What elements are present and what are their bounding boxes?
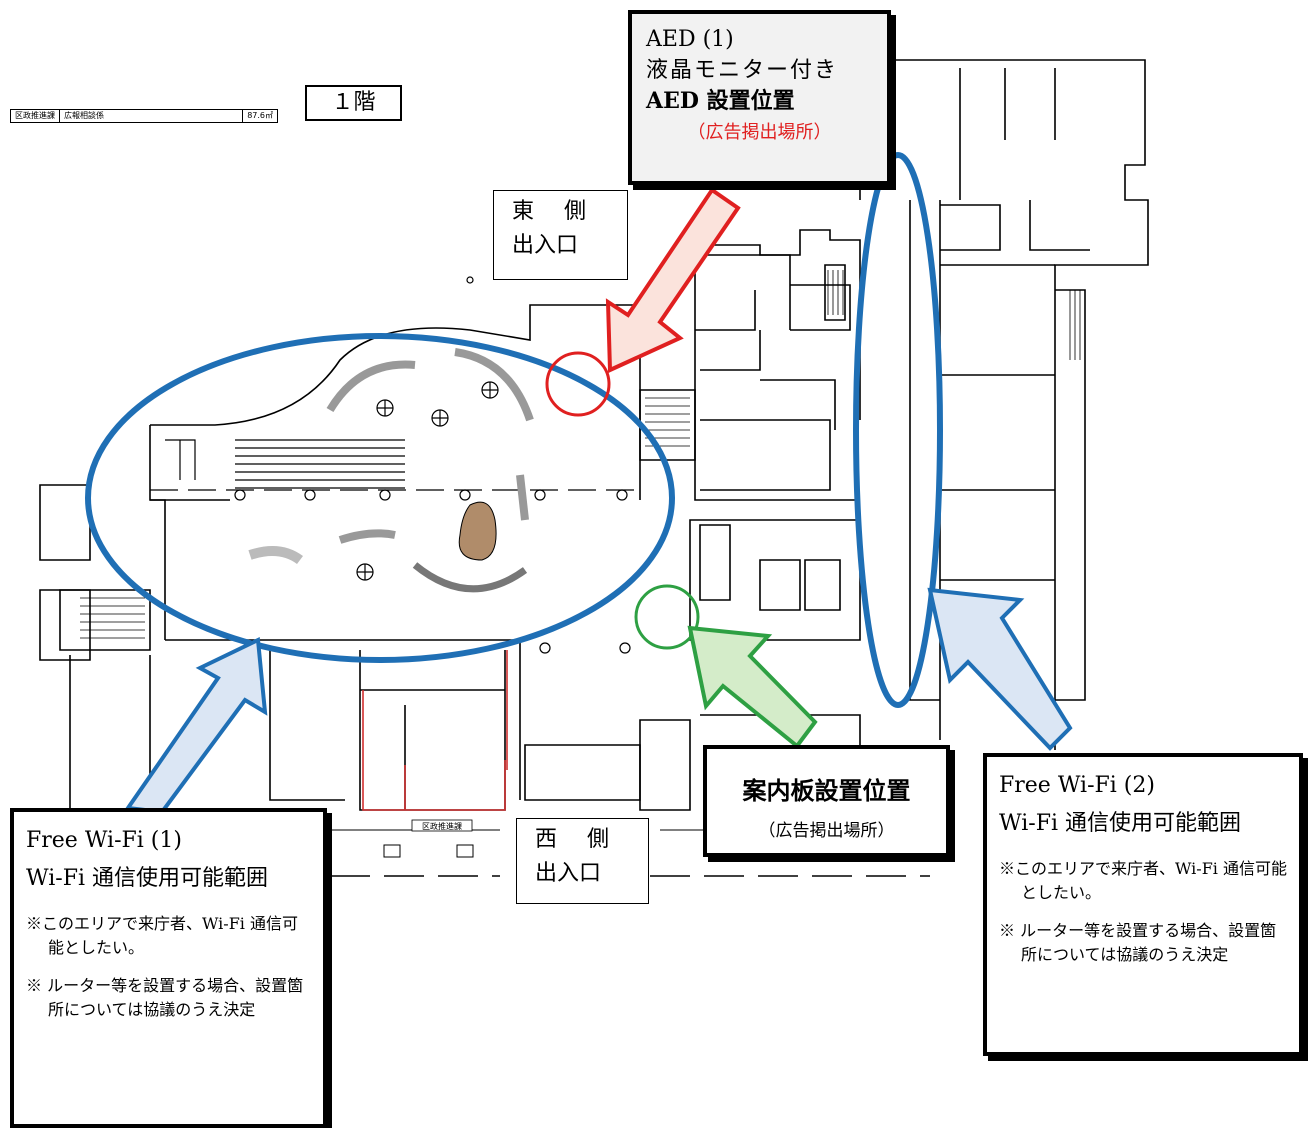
wifi2-arrow (927, 587, 1073, 751)
west-entrance-line2: 出入口 (535, 861, 602, 886)
wifi1-title: Free Wi-Fi (1) (26, 828, 182, 853)
east-entrance-line1: 東 側 (512, 199, 591, 224)
wifi2-title: Free Wi-Fi (2) (999, 773, 1155, 798)
lobby-features (150, 276, 640, 654)
central-sculpture (458, 501, 497, 561)
room-sign (411, 819, 473, 832)
west-entrance-line1: 西 側 (535, 827, 614, 852)
wifi1-subtitle: Wi-Fi 通信使用可能範囲 (26, 866, 268, 891)
guide-board-title: 案内板設置位置 (742, 776, 911, 805)
guide-board-callout: 案内板設置位置 （広告掲出場所） (703, 745, 950, 857)
bench (383, 844, 401, 858)
wifi2-note1: ※このエリアで来庁者、Wi-Fi 通信可能としたい。 (999, 859, 1287, 902)
wifi1-callout: Free Wi-Fi (1) Wi-Fi 通信使用可能範囲 ※このエリアで来庁者… (10, 808, 327, 1128)
wifi1-note2: ※ ルーター等を設置する場合、設置箇所については協議のうえ決定 (26, 976, 304, 1019)
red-partitions (362, 650, 508, 811)
stair-treads (80, 270, 1081, 639)
wifi1-arrow (124, 636, 268, 815)
bench (456, 844, 474, 858)
aed-title: AED (1) (646, 27, 734, 52)
wifi-area-1-ellipse (85, 333, 675, 663)
west-entrance-label: 西 側 出入口 (516, 818, 649, 904)
legend-use: 広報相談係 (60, 110, 244, 122)
guide-board-marker (634, 584, 700, 650)
aed-ad-location: （広告掲出場所） (687, 122, 832, 143)
area-legend-table: 区政推進課 広報相談係 87.6㎡ (10, 109, 278, 123)
guide-board-sub: （広告掲出場所） (758, 821, 895, 841)
east-entrance-label: 東 側 出入口 (493, 190, 628, 280)
aed-location-marker (545, 351, 611, 417)
aed-arrow (605, 187, 741, 374)
wifi-area-2-ellipse (853, 152, 943, 708)
legend-area: 87.6㎡ (247, 111, 273, 120)
aed-monitor: 液晶モニター付き (646, 58, 839, 83)
aed-position: AED 設置位置 (646, 88, 795, 114)
wifi2-note2: ※ ルーター等を設置する場合、設置箇所については協議のうえ決定 (999, 921, 1277, 964)
wifi2-subtitle: Wi-Fi 通信使用可能範囲 (999, 811, 1241, 836)
aed-callout: AED (1) 液晶モニター付き AED 設置位置 （広告掲出場所） (628, 10, 891, 185)
room-sign-label: 区政推進課 (422, 821, 462, 831)
wifi1-note1: ※このエリアで来庁者、Wi-Fi 通信可能としたい。 (26, 914, 298, 957)
floor-label: １階 (305, 85, 402, 121)
east-entrance-line2: 出入口 (512, 233, 579, 258)
guide-board-arrow (687, 625, 818, 749)
wifi2-callout: Free Wi-Fi (2) Wi-Fi 通信使用可能範囲 ※このエリアで来庁者… (983, 753, 1303, 1056)
legend-department: 区政推進課 (11, 110, 60, 122)
